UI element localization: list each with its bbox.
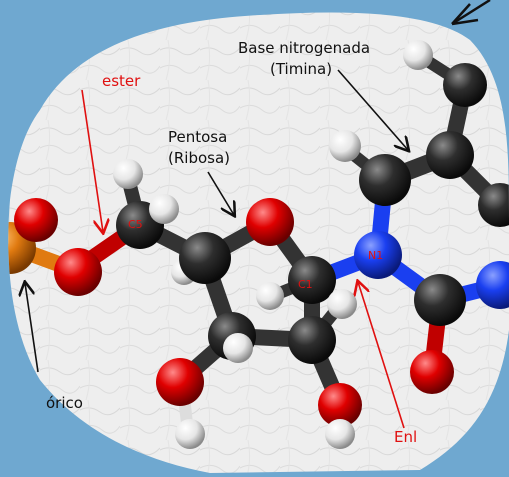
oxygen-atom: [318, 383, 362, 427]
oxygen-atom: [54, 248, 102, 296]
oxygen-atom: [156, 358, 204, 406]
hydrogen-atom: [329, 130, 361, 162]
glycosidic-label: Enl: [394, 428, 417, 446]
carbon-atom: [359, 154, 411, 206]
hydrogen-atom: [223, 333, 253, 363]
base-sub-label: (Timina): [270, 60, 332, 78]
oxygen-atom: [14, 198, 58, 242]
carbon-atom: [426, 131, 474, 179]
pentose-sub-label: (Ribosa): [168, 149, 230, 167]
c5-label: C5: [128, 218, 143, 231]
annotation-labels: Base nitrogenada (Timina) Pentosa (Ribos…: [46, 39, 417, 446]
carbon-atom: [288, 256, 336, 304]
pentose-arrow: [207, 171, 234, 215]
corner-arrow-icon: [451, 0, 491, 26]
ester-label: ester: [102, 72, 141, 90]
oxygen-atom: [246, 198, 294, 246]
base-arrow: [337, 69, 408, 150]
nitrogen-atom: [354, 231, 402, 279]
c1-label: C1: [298, 278, 313, 291]
hydrogen-atom: [256, 282, 284, 310]
ester-arrow: [81, 89, 103, 232]
hydrogen-atom: [149, 194, 179, 224]
oxygen-atom: [410, 350, 454, 394]
hydrogen-atom: [327, 289, 357, 319]
n1-label: N1: [368, 249, 383, 262]
pentose-label: Pentosa: [168, 128, 227, 146]
carbon-atom: [478, 183, 509, 227]
carbon-atom: [414, 274, 466, 326]
nitrogen-atom: [476, 261, 509, 309]
carbon-atom: [288, 316, 336, 364]
base-label: Base nitrogenada: [238, 39, 370, 57]
molecule-model: C5 C1 N1: [8, 40, 509, 449]
phosphoric-arrow: [25, 283, 39, 373]
phosphoric-label: órico: [46, 394, 83, 412]
atoms: [8, 40, 509, 449]
hydrogen-atom: [113, 159, 143, 189]
carbon-atom: [443, 63, 487, 107]
glycosidic-arrow: [358, 282, 405, 429]
hydrogen-atom: [403, 40, 433, 70]
hydrogen-atom: [175, 419, 205, 449]
carbon-atom: [179, 232, 231, 284]
hydrogen-atom: [325, 419, 355, 449]
annotation-arrows: [25, 69, 408, 429]
